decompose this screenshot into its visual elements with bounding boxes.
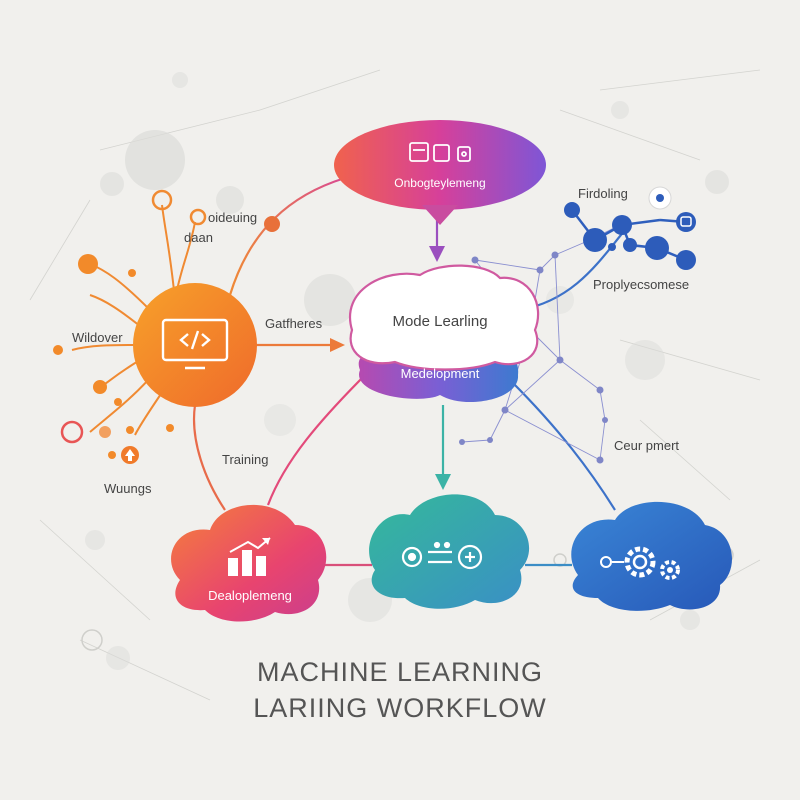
- bottom-left-node-label: Dealoplemeng: [208, 588, 292, 603]
- title-line-2: LARIING WORKFLOW: [253, 693, 547, 723]
- background-bubbles: [85, 72, 729, 670]
- label-wuungs: Wuungs: [104, 481, 152, 496]
- label-oideuing: oideuing: [208, 210, 258, 225]
- title-line-1: MACHINE LEARNING: [256, 657, 544, 687]
- label-training: Training: [222, 452, 269, 467]
- devices-icon: [409, 142, 471, 162]
- label-daan: daan: [184, 230, 213, 245]
- bottom-left-node[interactable]: [171, 504, 327, 622]
- center-node-label: Mode Learling: [392, 313, 488, 330]
- top-node-label: Onbogteylemeng: [394, 176, 486, 190]
- person-badge-icon: [676, 212, 696, 232]
- label-firdoling: Firdoling: [578, 186, 628, 201]
- label-ceur-pmert: Ceur pmert: [614, 438, 680, 453]
- bottom-center-node[interactable]: [369, 494, 530, 609]
- label-gatfheres: Gatfheres: [265, 316, 323, 331]
- shield-badge-icon: [648, 186, 672, 210]
- gears-icon: [600, 546, 680, 580]
- label-wildover: Wildover: [72, 330, 123, 345]
- label-proplyecsomese: Proplyecsomese: [593, 277, 690, 292]
- arrowheads: [330, 246, 451, 490]
- bottom-right-node[interactable]: [571, 501, 732, 611]
- left-node[interactable]: [133, 283, 257, 407]
- gears-progress-icon: [401, 541, 483, 570]
- center-node-subtitle: Medelopment: [400, 366, 480, 381]
- bar-chart-growth-icon: [228, 537, 271, 576]
- top-node[interactable]: [334, 120, 546, 225]
- code-monitor-icon: [161, 318, 229, 370]
- up-arrow-icon: [125, 449, 135, 461]
- center-node[interactable]: [349, 264, 540, 403]
